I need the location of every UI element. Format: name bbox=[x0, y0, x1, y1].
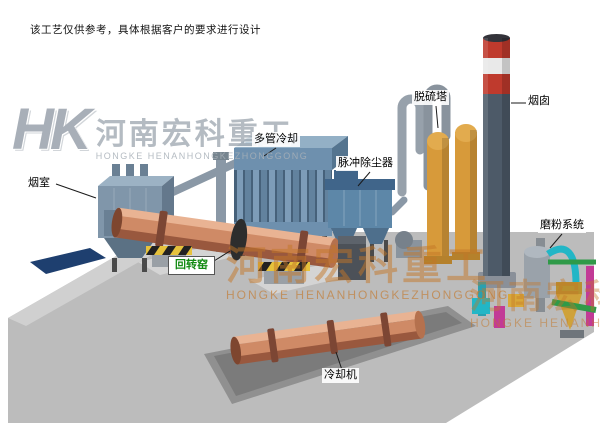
cyan-duct bbox=[546, 245, 580, 285]
induced-draft-fan bbox=[395, 231, 422, 258]
kiln-tyre-2 bbox=[295, 230, 309, 267]
label-cooling-machine: 冷却机 bbox=[322, 368, 359, 383]
green-pipe-1 bbox=[551, 299, 597, 313]
disclaimer-text: 该工艺仅供参考，具体根据客户的要求进行设计 bbox=[30, 24, 261, 36]
cooler-tyre-2 bbox=[326, 319, 338, 355]
tower-right bbox=[452, 124, 480, 260]
feed-platform-slab bbox=[30, 248, 106, 274]
kiln-tyre-1 bbox=[155, 210, 168, 247]
label-leader-lines bbox=[55, 102, 563, 371]
label-pulse-dust-collector: 脉冲除尘器 bbox=[336, 156, 395, 171]
chimney bbox=[478, 34, 516, 288]
collector-body bbox=[328, 188, 392, 228]
kiln-shell bbox=[114, 215, 335, 260]
chimney-band-white bbox=[483, 58, 510, 74]
label-multi-tube-cooler: 多管冷却 bbox=[252, 132, 300, 147]
grinding-system bbox=[524, 238, 597, 338]
label-chimney: 烟囱 bbox=[526, 94, 552, 109]
collector-hopper-2 bbox=[362, 226, 390, 244]
chimney-band-red-lower bbox=[483, 74, 510, 94]
magenta-pipe bbox=[586, 266, 594, 326]
chimney-top-opening bbox=[483, 34, 510, 42]
label-grinding-system: 磨粉系统 bbox=[538, 218, 586, 233]
cooler-tyre-3 bbox=[380, 312, 392, 347]
label-smoke-chamber: 烟室 bbox=[26, 176, 52, 191]
collector-top bbox=[325, 179, 395, 190]
kiln-discharge-hood bbox=[338, 236, 366, 280]
cooler-tyre-1 bbox=[267, 328, 279, 363]
cooling-machine bbox=[230, 310, 426, 365]
label-desulfurization-tower: 脱硫塔 bbox=[412, 90, 449, 105]
rotary-kiln bbox=[111, 207, 340, 268]
auxiliary-machines bbox=[472, 282, 524, 328]
bucket-elevator bbox=[213, 152, 229, 252]
kiln-support-station-2 bbox=[258, 262, 310, 284]
chimney-band-red-top bbox=[483, 38, 510, 58]
chimney-body bbox=[483, 94, 510, 276]
kiln-girth-gear bbox=[230, 218, 248, 261]
cooling-machine-shell bbox=[234, 318, 421, 358]
tower-left bbox=[424, 132, 452, 264]
label-rotary-kiln: 回转窑 bbox=[168, 256, 215, 275]
mill-body bbox=[524, 252, 550, 298]
cooler-header bbox=[234, 148, 332, 170]
smoke-chamber-hopper bbox=[104, 238, 156, 258]
desulfurization-towers bbox=[424, 124, 480, 264]
